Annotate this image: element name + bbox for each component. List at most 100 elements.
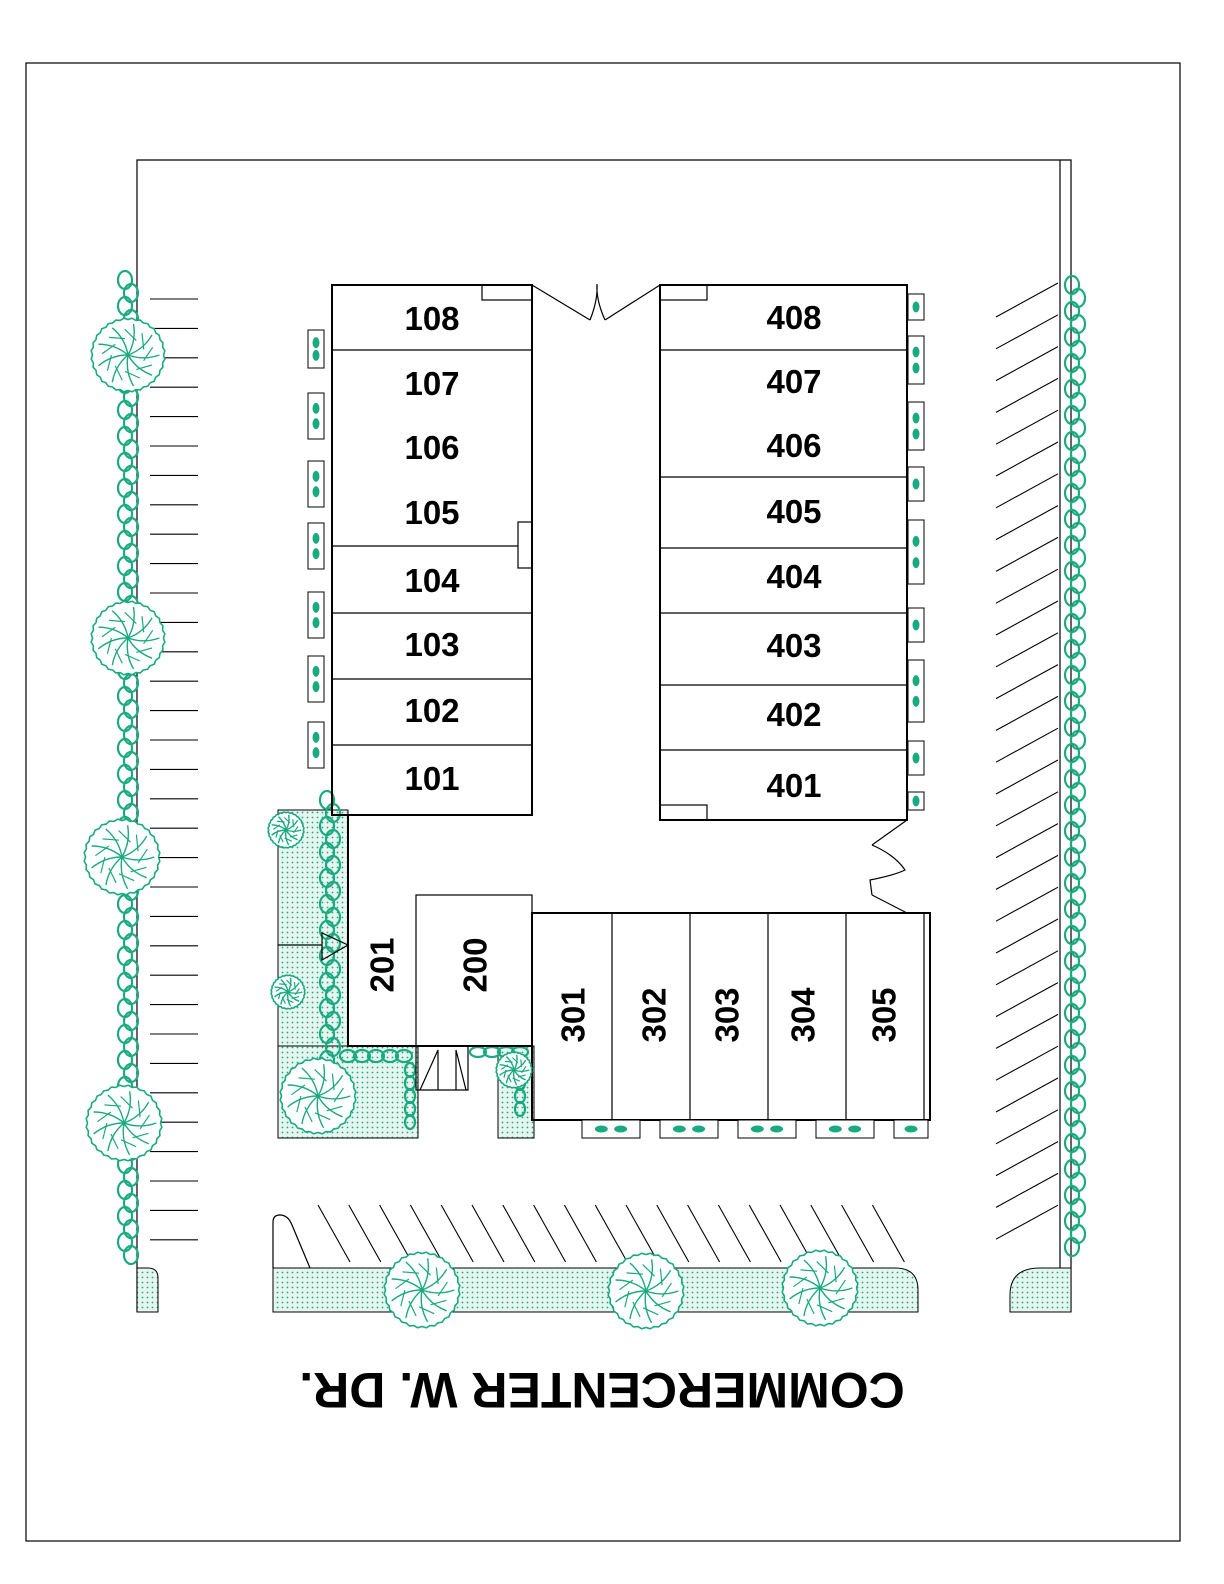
stall-line xyxy=(995,982,1059,1018)
island-sw xyxy=(136,1267,159,1313)
stall-line xyxy=(995,1109,1059,1145)
hedge-icon xyxy=(513,1100,527,1118)
unit-401: 401 xyxy=(766,767,821,804)
planter xyxy=(815,1119,875,1139)
shrub-icon xyxy=(311,469,321,483)
unit-103: 103 xyxy=(404,626,459,663)
planter xyxy=(659,1119,719,1139)
hedge-icon xyxy=(394,1048,414,1064)
stall-line xyxy=(995,791,1059,827)
shrub-icon xyxy=(903,1124,919,1134)
breezeway-north-east xyxy=(604,284,661,321)
shrub-icon xyxy=(911,534,921,548)
stall-line xyxy=(717,1204,751,1263)
planter xyxy=(307,460,325,508)
stall-line xyxy=(995,918,1059,954)
stall-line xyxy=(995,664,1059,700)
stall-line xyxy=(995,536,1059,572)
shrub-icon xyxy=(613,1124,629,1134)
building-east xyxy=(659,284,908,821)
unit-102: 102 xyxy=(404,692,459,729)
tree-icon xyxy=(607,1252,685,1330)
property-line xyxy=(136,159,1072,1312)
shrub-icon xyxy=(911,477,921,491)
stall-line xyxy=(594,1204,628,1263)
shrub-icon xyxy=(847,1124,863,1134)
stall-line xyxy=(995,377,1059,413)
tree-icon xyxy=(85,1084,163,1162)
unit-107: 107 xyxy=(404,365,459,402)
stall-line xyxy=(810,1204,844,1263)
unit-106: 106 xyxy=(404,429,459,466)
parking-west xyxy=(150,298,198,1241)
tree-icon xyxy=(781,1249,859,1327)
building-south xyxy=(531,912,931,1121)
hedge-icon xyxy=(366,1048,386,1064)
hedge-icon xyxy=(380,1048,400,1064)
stall-line xyxy=(995,282,1059,318)
shrub-icon xyxy=(911,411,921,425)
stall-line xyxy=(317,1204,351,1263)
hedge-icon xyxy=(1063,1236,1081,1258)
shrub-icon xyxy=(769,1124,785,1134)
shrub-icon xyxy=(311,746,321,760)
unit-405: 405 xyxy=(766,493,821,530)
hedge-icon xyxy=(403,1113,417,1131)
shrub-icon xyxy=(311,485,321,499)
shrub-icon xyxy=(911,751,921,765)
stall-line xyxy=(471,1204,505,1263)
hedge-icon xyxy=(352,1048,372,1064)
planter xyxy=(737,1119,797,1139)
planter xyxy=(307,721,325,769)
unit-304: 304 xyxy=(785,987,822,1043)
stall-line xyxy=(748,1204,782,1263)
stall-line xyxy=(995,1204,1059,1240)
stall-line xyxy=(841,1204,875,1263)
unit-303: 303 xyxy=(709,987,746,1042)
unit-labels: 108 107 106 105 104 103 102 101 408 407 … xyxy=(364,299,903,1043)
stall-line xyxy=(995,1013,1059,1049)
planter xyxy=(907,335,925,385)
hedge-icon xyxy=(122,1244,140,1266)
tree-icon xyxy=(383,1251,461,1329)
unit-407: 407 xyxy=(766,363,821,400)
stall-line xyxy=(348,1204,382,1263)
shrub-icon xyxy=(311,417,321,431)
parking-south xyxy=(317,1204,905,1263)
tree-icon xyxy=(279,1057,357,1135)
unit-104: 104 xyxy=(404,562,460,599)
unit-408: 408 xyxy=(766,299,821,336)
tree-icon xyxy=(90,600,166,676)
shrub-icon xyxy=(593,1124,609,1134)
breezeway-north-west xyxy=(531,284,591,321)
stall-line xyxy=(995,1141,1059,1177)
planter xyxy=(581,1119,641,1139)
unit-200: 200 xyxy=(457,937,494,992)
stall-line xyxy=(995,600,1059,636)
planter xyxy=(307,392,325,440)
stall-line xyxy=(995,695,1059,731)
unit-404: 404 xyxy=(766,558,822,595)
island-se xyxy=(1009,1267,1072,1313)
shrub-icon xyxy=(691,1124,707,1134)
island-south-nose xyxy=(272,1214,311,1269)
stall-line xyxy=(687,1204,721,1263)
shrub-icon xyxy=(911,300,921,314)
stall-line xyxy=(995,346,1059,382)
stall-line xyxy=(656,1204,690,1263)
stall-line xyxy=(995,950,1059,986)
hedge-icon xyxy=(338,1048,358,1064)
shrub-icon xyxy=(311,730,321,744)
unit-402: 402 xyxy=(766,696,821,733)
hedge-icon xyxy=(116,269,1087,1266)
unit-108: 108 xyxy=(404,300,459,337)
shrub-icon xyxy=(311,336,321,350)
planter xyxy=(907,519,925,585)
tree-icon xyxy=(90,317,166,393)
trees xyxy=(83,317,859,1330)
stall-line xyxy=(995,854,1059,890)
tree-icon xyxy=(267,811,305,849)
stall-line xyxy=(502,1204,536,1263)
unit-105: 105 xyxy=(404,494,459,531)
shrub-icon xyxy=(311,547,321,561)
